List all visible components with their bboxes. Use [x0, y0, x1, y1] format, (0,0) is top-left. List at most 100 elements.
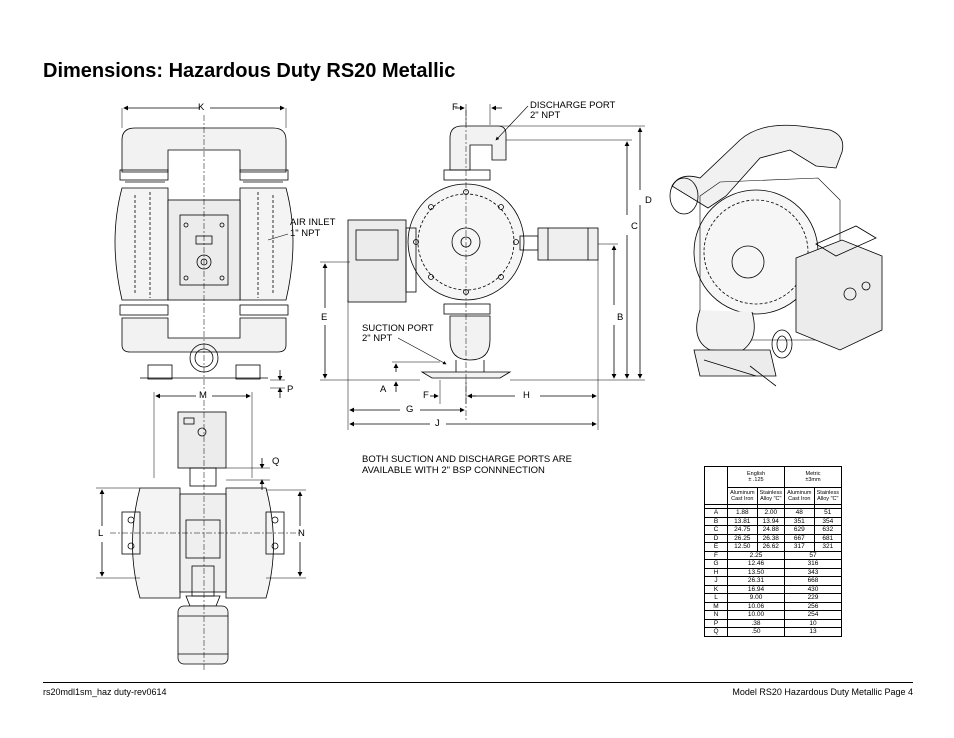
- metric-stainless-value: 321: [813, 542, 843, 552]
- dim-letter-e: E: [321, 312, 328, 323]
- english-value: 13.50: [727, 567, 785, 577]
- english-stainless-value: 24.88: [756, 525, 785, 535]
- metric-header: Metric ±3mm: [783, 466, 843, 488]
- english-aluminum-value: 13.81: [727, 516, 758, 526]
- metric-stainless-value: 51: [813, 508, 843, 518]
- dim-letter-d: D: [645, 195, 652, 206]
- footer-doc-id: rs20mdl1sm_haz duty-rev0614: [43, 687, 167, 697]
- metric-stainless-value: 632: [813, 525, 843, 535]
- english-value: 10.00: [727, 610, 785, 620]
- dim-letter-cell: M: [704, 601, 728, 611]
- metric-aluminum-value: 351: [783, 516, 815, 526]
- metric-aluminum-value: 667: [783, 533, 815, 543]
- col-metric-aluminum: Aluminum Cast Iron: [783, 487, 815, 505]
- dimension-table: English ± .125 Metric ±3mm Aluminum Cast…: [704, 466, 843, 637]
- dim-letter-cell: H: [704, 567, 728, 577]
- english-stainless-value: 2.00: [756, 508, 785, 518]
- english-aluminum-value: 26.25: [727, 533, 758, 543]
- metric-stainless-value: 681: [813, 533, 843, 543]
- metric-tolerance: ±3mm: [805, 477, 821, 483]
- col-english-stainless: Stainless Alloy "C": [756, 487, 785, 505]
- discharge-port-label: DISCHARGE PORT: [530, 100, 616, 111]
- suction-port-label: SUCTION PORT: [362, 323, 434, 334]
- dim-letter-c: C: [631, 221, 638, 232]
- dim-letter-p: P: [287, 384, 294, 395]
- dim-letter-cell: L: [704, 593, 728, 603]
- english-value: .50: [727, 627, 785, 637]
- dim-letter-g: G: [406, 404, 414, 415]
- dim-letter-cell: E: [704, 542, 728, 552]
- english-aluminum-value: 1.88: [727, 508, 758, 518]
- dim-letter-cell: A: [704, 508, 728, 518]
- english-value: 9.00: [727, 593, 785, 603]
- metric-stainless-value: 354: [813, 516, 843, 526]
- col-metric-stainless: Stainless Alloy "C": [813, 487, 843, 505]
- english-aluminum-value: 12.50: [727, 542, 758, 552]
- english-value: .38: [727, 618, 785, 628]
- dim-letter-l: L: [98, 528, 104, 539]
- metric-value: 256: [783, 601, 843, 611]
- metric-value: 668: [783, 576, 843, 586]
- table-header-units: English ± .125 Metric ±3mm: [704, 466, 843, 505]
- dim-letter-m: M: [199, 390, 207, 401]
- table-spacer-row: [704, 504, 843, 509]
- metric-value: 229: [783, 593, 843, 603]
- dim-letter-cell: J: [704, 576, 728, 586]
- dim-letter-cell: F: [704, 550, 728, 560]
- metric-value: 13: [783, 627, 843, 637]
- discharge-port-size: 2" NPT: [530, 110, 561, 121]
- dim-letter-j: J: [435, 418, 440, 429]
- english-tolerance: ± .125: [748, 477, 764, 483]
- note-line-1: BOTH SUCTION AND DISCHARGE PORTS ARE: [362, 454, 572, 465]
- dim-letter-cell: K: [704, 584, 728, 594]
- footer-page-label: Model RS20 Hazardous Duty Metallic Page …: [732, 687, 913, 697]
- footer-rule: [43, 682, 913, 683]
- metric-value: 254: [783, 610, 843, 620]
- top-view-drawing: [96, 392, 306, 670]
- air-inlet-label: AIR INLET: [290, 217, 336, 228]
- metric-value: 316: [783, 559, 843, 569]
- air-inlet-size: 1" NPT: [290, 228, 321, 239]
- dim-letter-cell: N: [704, 610, 728, 620]
- dim-letter-f-bottom: F: [423, 390, 429, 401]
- dim-letter-f-top: F: [452, 102, 458, 113]
- metric-value: 10: [783, 618, 843, 628]
- dim-letter-cell: P: [704, 618, 728, 628]
- dim-letter-a: A: [380, 384, 387, 395]
- metric-aluminum-value: 629: [783, 525, 815, 535]
- suction-port-size: 2" NPT: [362, 333, 393, 344]
- note-line-2: AVAILABLE WITH 2" BSP CONNNECTION: [362, 464, 545, 476]
- dim-letter-q: Q: [272, 456, 280, 467]
- english-stainless-value: 26.62: [756, 542, 785, 552]
- port-availability-note: BOTH SUCTION AND DISCHARGE PORTS ARE AVA…: [362, 454, 572, 476]
- dim-letter-n: N: [298, 528, 305, 539]
- metric-value: 57: [783, 550, 843, 560]
- dim-letter-cell: C: [704, 525, 728, 535]
- english-value: 16.94: [727, 584, 785, 594]
- dim-letter-cell: Q: [704, 627, 728, 637]
- isometric-view-drawing: [669, 124, 883, 387]
- english-value: 2.25: [727, 550, 785, 560]
- dim-letter-k: K: [198, 102, 205, 113]
- english-value: 12.46: [727, 559, 785, 569]
- english-label: English: [746, 471, 766, 477]
- col-english-aluminum: Aluminum Cast Iron: [727, 487, 758, 505]
- english-header: English ± .125: [727, 466, 785, 488]
- english-aluminum-value: 24.75: [727, 525, 758, 535]
